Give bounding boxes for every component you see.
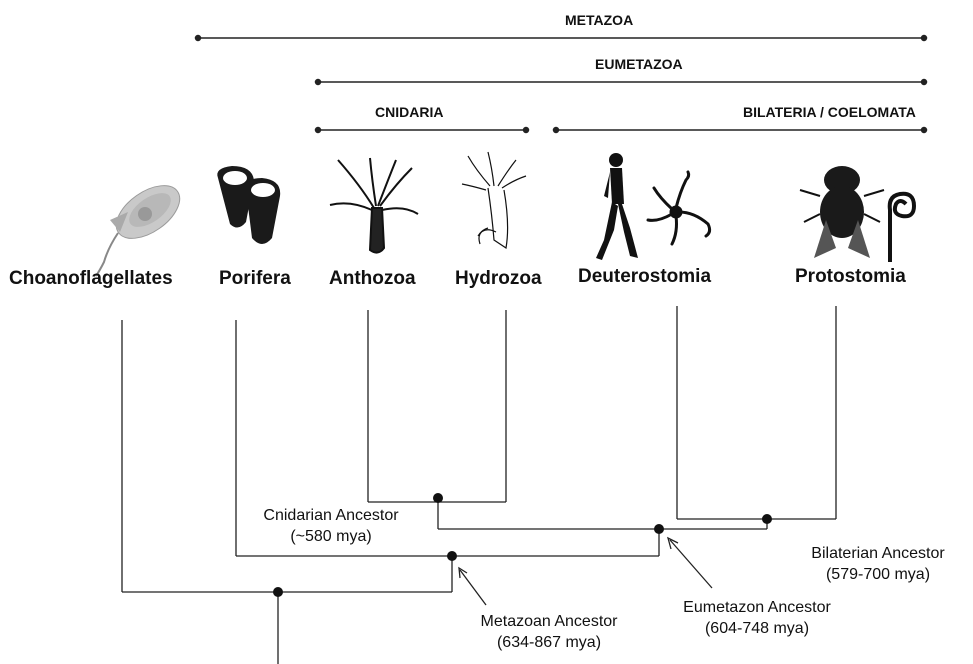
taxon-label-choanoflagellates: Choanoflagellates [9,268,173,290]
choanoflagellate-icon [96,175,189,276]
bilateria-bracket [554,128,927,133]
sea-anemone-icon [330,158,418,253]
human-icon [596,153,638,260]
root-node-dot [273,587,283,597]
metazoan-node-dot [447,551,457,561]
hydra-icon [462,152,526,248]
cnidarian-ancestor-age: (~580 mya) [246,526,416,547]
cnidarian-ancestor-name: Cnidarian Ancestor [246,505,416,526]
sponge-icon [217,166,280,244]
taxon-label-hydrozoa: Hydrozoa [455,268,542,290]
clade-label-bilateria: BILATERIA / COELOMATA [743,104,916,120]
bilaterian-ancestor-name: Bilaterian Ancestor [783,543,973,564]
bilaterian-ancestor-age: (579-700 mya) [783,564,973,585]
taxon-label-anthozoa: Anthozoa [329,268,416,290]
taxon-label-protostomia: Protostomia [795,266,906,288]
bilaterian-ancestor-label: Bilaterian Ancestor (579-700 mya) [783,543,973,585]
fly-icon [800,166,884,258]
eumetazoan-ancestor-name: Eumetazon Ancestor [667,597,847,618]
metazoan-ancestor-age: (634-867 mya) [460,632,638,653]
brittle-star-icon [648,172,710,244]
cnidarian-ancestor-label: Cnidarian Ancestor (~580 mya) [246,505,416,547]
eumetazoan-node-dot [654,524,664,534]
cnidarian-node-dot [433,493,443,503]
eumetazoan-ancestor-label: Eumetazon Ancestor (604-748 mya) [667,597,847,639]
cnidaria-bracket [316,128,529,133]
annotation-arrows [459,538,712,605]
metazoa-bracket [196,36,927,41]
eumetazoan-ancestor-age: (604-748 mya) [667,618,847,639]
metazoan-ancestor-label: Metazoan Ancestor (634-867 mya) [460,611,638,653]
eumetazoa-bracket [316,80,927,85]
clade-label-cnidaria: CNIDARIA [375,104,443,120]
metazoan-ancestor-name: Metazoan Ancestor [460,611,638,632]
nematode-icon [890,194,914,262]
taxon-label-deuterostomia: Deuterostomia [578,266,711,288]
bilaterian-node-dot [762,514,772,524]
clade-label-eumetazoa: EUMETAZOA [595,56,683,72]
clade-label-metazoa: METAZOA [565,12,633,28]
taxon-label-porifera: Porifera [219,268,291,290]
